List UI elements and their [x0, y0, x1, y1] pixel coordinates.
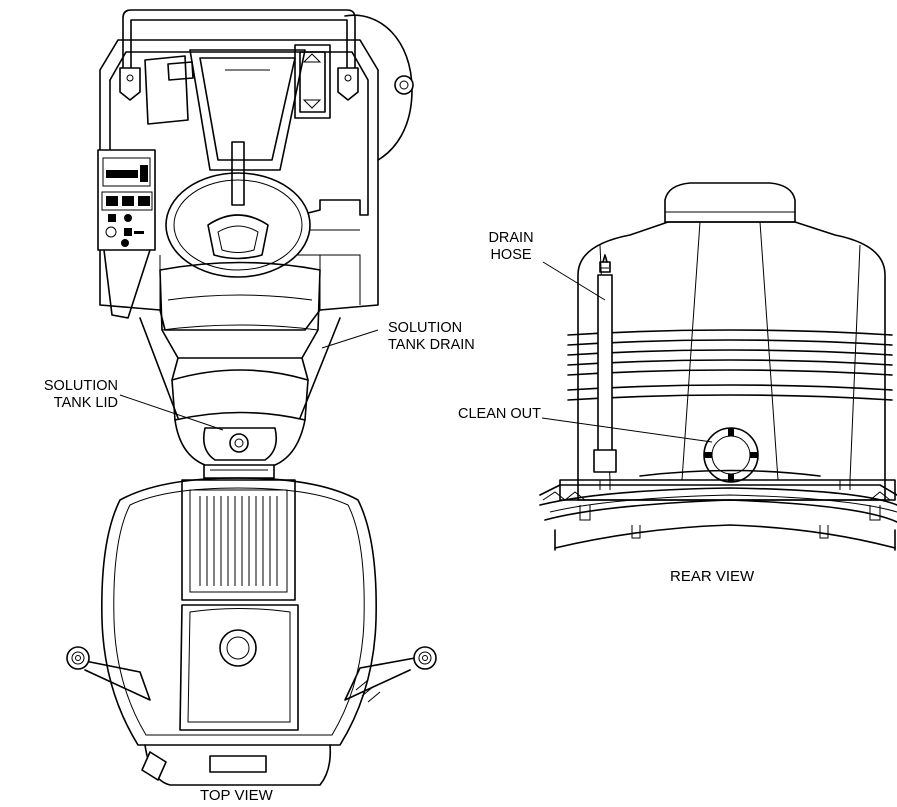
- solution-tank-drain-leader: [322, 330, 378, 348]
- solution-tank-lid-leader: [120, 395, 223, 430]
- clean-out-leader: [542, 418, 712, 442]
- top-view-caption: TOP VIEW: [200, 787, 273, 804]
- rear-view-drawing: [540, 183, 897, 550]
- drain-hose-label: DRAIN HOSE: [488, 230, 534, 263]
- rear-view-caption: REAR VIEW: [670, 568, 755, 585]
- vent-grille: [200, 496, 277, 586]
- solution-tank-lid-label: SOLUTION TANK LID: [43, 378, 118, 411]
- solution-tank-drain-label: SOLUTION TANK DRAIN: [388, 320, 475, 353]
- clean-out-label: CLEAN OUT: [458, 406, 541, 422]
- drain-hose-leader: [543, 262, 605, 300]
- top-view-drawing: [67, 10, 436, 785]
